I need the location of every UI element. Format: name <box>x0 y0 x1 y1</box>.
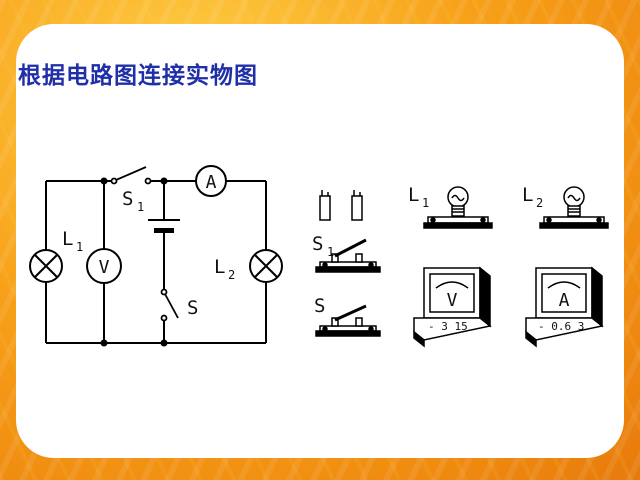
label-bulb-l1-sub: 1 <box>422 196 429 210</box>
circuit-diagram <box>45 180 267 344</box>
label-l1: L <box>62 228 73 250</box>
junction-dot <box>160 177 168 185</box>
lamp-l1-symbol <box>29 249 63 283</box>
label-bulb-l1: L <box>408 184 419 206</box>
slide-panel <box>16 24 624 458</box>
lamp-l2-symbol <box>249 249 283 283</box>
label-switch-s1: S <box>312 233 323 255</box>
junction-dot <box>100 177 108 185</box>
label-s1-sub: 1 <box>137 200 144 214</box>
voltmeter-symbol: V <box>86 248 122 284</box>
slide-title: 根据电路图连接实物图 <box>18 63 258 89</box>
bulb-l1-component <box>423 186 493 229</box>
ammeter-symbol-letter: A <box>206 172 217 193</box>
voltmeter-symbol-letter: V <box>99 257 110 278</box>
knife-switch-s1-component <box>315 238 381 273</box>
label-l2: L <box>214 256 225 278</box>
ammeter-terminal-scale: - 0.6 3 <box>538 320 584 333</box>
battery-symbol <box>148 219 180 233</box>
label-s: S <box>187 297 198 319</box>
label-s1: S <box>122 188 133 210</box>
switch-s-symbol <box>160 288 179 322</box>
ammeter-face-letter: A <box>559 290 570 311</box>
label-l2-sub: 2 <box>228 268 235 282</box>
switch-s1-symbol <box>110 166 152 185</box>
label-bulb-l2-sub: 2 <box>536 196 543 210</box>
label-switch-s: S <box>314 295 325 317</box>
junction-dot <box>100 339 108 347</box>
ammeter-symbol: A <box>195 165 227 197</box>
voltmeter-component <box>413 266 492 348</box>
bulb-l2-component <box>539 186 609 229</box>
ammeter-component <box>525 266 604 348</box>
battery-cells <box>319 190 363 221</box>
knife-switch-s-component <box>315 304 381 337</box>
junction-dot <box>160 339 168 347</box>
label-switch-s1-sub: 1 <box>327 245 334 259</box>
voltmeter-face-letter: V <box>447 290 458 311</box>
label-l1-sub: 1 <box>76 240 83 254</box>
label-bulb-l2: L <box>522 184 533 206</box>
voltmeter-terminal-scale: - 3 15 <box>428 320 468 333</box>
